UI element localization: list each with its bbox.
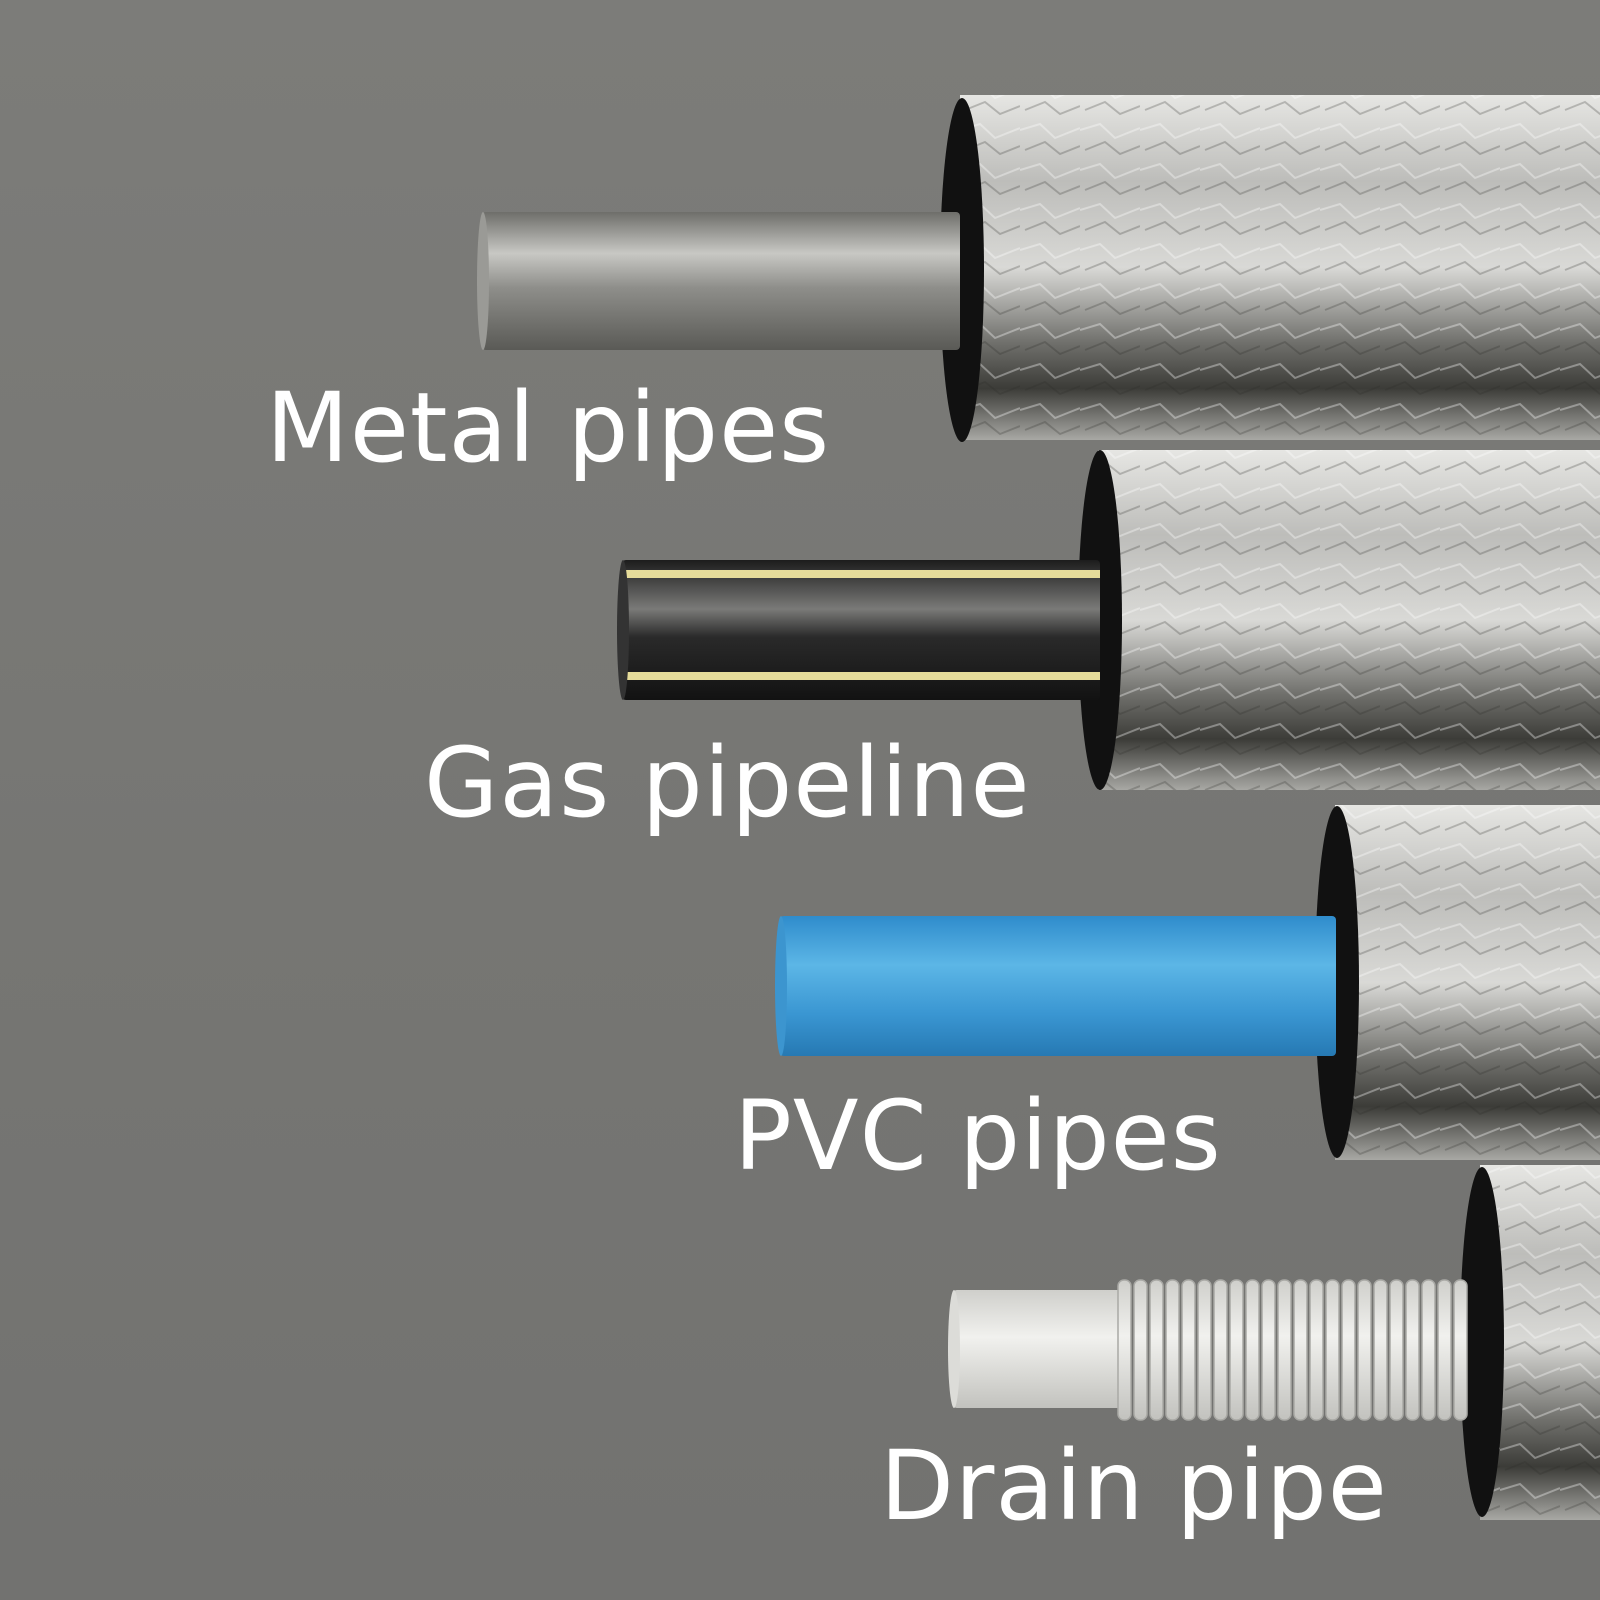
corrugation-rib — [1117, 1279, 1132, 1421]
corrugation-rib — [1181, 1279, 1196, 1421]
corrugation-rib — [1453, 1279, 1468, 1421]
metal-pipe-assembly — [477, 95, 1600, 442]
corrugation-rib — [1357, 1279, 1372, 1421]
corrugation-rib — [1197, 1279, 1212, 1421]
corrugation-rib — [1245, 1279, 1260, 1421]
pvc-pipe-assembly — [775, 805, 1600, 1160]
label-pvc-pipes: PVC pipes — [734, 1080, 1222, 1192]
corrugation-rib — [1277, 1279, 1292, 1421]
label-metal-pipes: Metal pipes — [266, 372, 831, 484]
corrugation-rib — [1405, 1279, 1420, 1421]
corrugation-rib — [1261, 1279, 1276, 1421]
corrugation-rib — [1229, 1279, 1244, 1421]
corrugation-rib — [1325, 1279, 1340, 1421]
corrugation-rib — [1165, 1279, 1180, 1421]
corrugation-rib — [1389, 1279, 1404, 1421]
corrugation-rib — [1341, 1279, 1356, 1421]
corrugation-rib — [1437, 1279, 1452, 1421]
gas-pipeline-assembly — [617, 450, 1600, 790]
drain-pipe-assembly — [948, 1165, 1600, 1520]
corrugation-rib — [1309, 1279, 1324, 1421]
corrugation-rib — [1213, 1279, 1228, 1421]
corrugation-rib — [1293, 1279, 1308, 1421]
label-gas-pipeline: Gas pipeline — [424, 727, 1031, 839]
corrugation-rib — [1421, 1279, 1436, 1421]
drain-pipe-corrugations — [1117, 1279, 1468, 1421]
corrugation-rib — [1373, 1279, 1388, 1421]
corrugation-rib — [1149, 1279, 1164, 1421]
corrugation-rib — [1133, 1279, 1148, 1421]
label-drain-pipe: Drain pipe — [880, 1430, 1388, 1542]
